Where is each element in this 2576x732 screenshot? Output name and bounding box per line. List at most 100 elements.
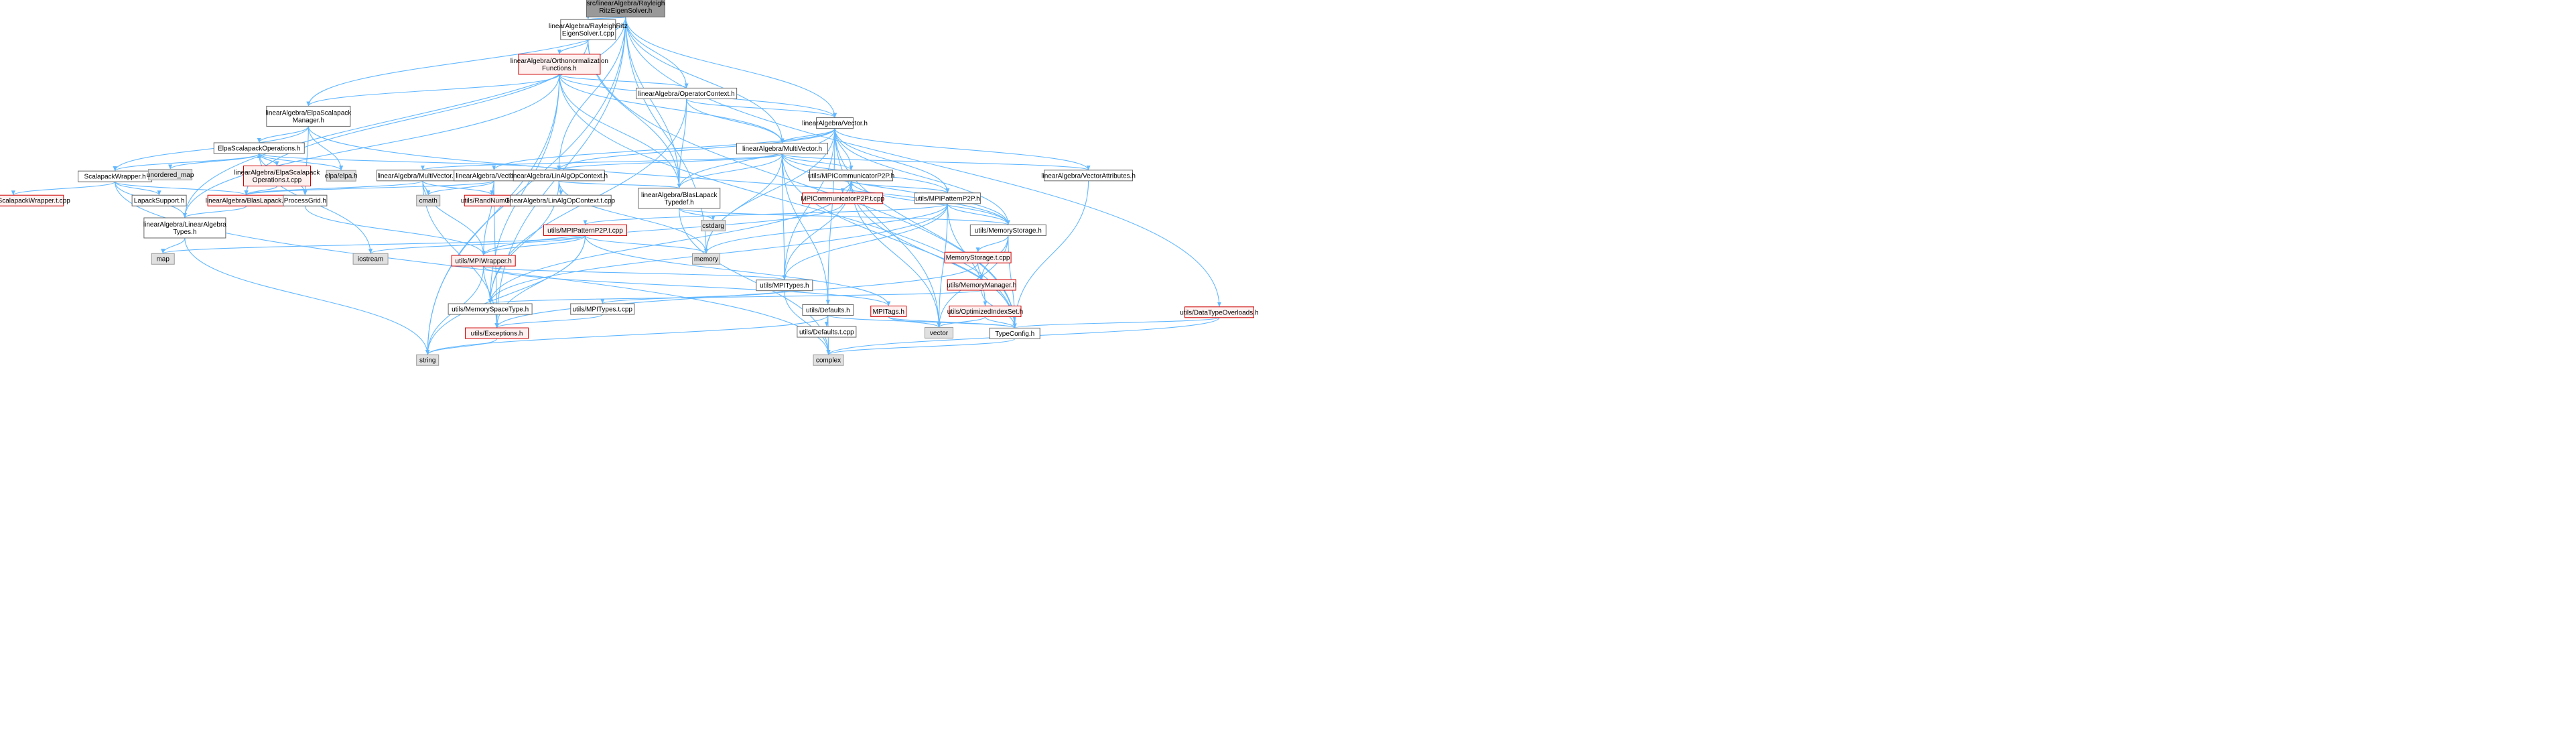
node-memmgr[interactable]: utils/MemoryManager.h <box>947 279 1016 291</box>
node-box <box>925 326 954 339</box>
node-label: src/linearAlgebra/Rayleigh <box>587 0 665 7</box>
edge-mpipatternt-mpitags <box>584 235 891 306</box>
node-mpitypest[interactable]: utils/MPITypes.t.cpp <box>570 303 635 315</box>
node-label: Operations.t.cpp <box>253 176 302 184</box>
node-string[interactable]: string <box>416 354 439 366</box>
node-box <box>870 305 907 317</box>
node-box <box>586 0 665 17</box>
node-box <box>518 54 601 75</box>
node-exceptions[interactable]: utils/Exceptions.h <box>465 327 529 339</box>
node-box <box>148 168 193 180</box>
node-mpitags[interactable]: MPITags.h <box>870 305 907 317</box>
edge-mvtcpp-mpiwrapper <box>422 180 486 255</box>
node-defaultst[interactable]: utils/Defaults.t.cpp <box>797 326 857 338</box>
edge-defaults-string <box>425 314 829 355</box>
edge-mpipattern-mpipatternt <box>583 203 948 225</box>
node-complex[interactable]: complex <box>813 354 844 366</box>
node-label: utils/Exceptions.h <box>471 330 523 338</box>
node-lapacksup[interactable]: LapackSupport.h <box>131 194 187 206</box>
edge-blastypedef-cstdarg <box>679 208 716 221</box>
node-label: ElpaScalapackOperations.h <box>218 145 300 153</box>
node-cmath[interactable]: cmath <box>416 194 441 206</box>
edge-multivec-mpicomm <box>781 154 854 171</box>
node-mpiwrapper[interactable]: utils/MPIWrapper.h <box>451 255 516 267</box>
node-linalgctx[interactable]: linearAlgebra/LinAlgOpContext.h <box>510 170 608 182</box>
edge-mpitypest-exceptions <box>494 314 603 328</box>
node-mpicommt[interactable]: MPICommunicatorP2P.t.cpp <box>801 192 884 204</box>
node-memstoraget[interactable]: MemoryStorage.t.cpp <box>944 251 1012 263</box>
node-map[interactable]: map <box>151 253 175 265</box>
edge-mpicommt-mpiwrapper <box>481 203 843 256</box>
edge-mpipatternt-string <box>425 235 586 355</box>
node-mpitypes[interactable]: utils/MPITypes.h <box>756 280 813 292</box>
edge-rrtcpp-ortho <box>557 40 589 55</box>
node-label: ProcessGrid.h <box>284 198 326 205</box>
node-box <box>131 194 187 206</box>
node-box <box>143 217 226 239</box>
node-vecattr[interactable]: linearAlgebra/VectorAttributes.h <box>1041 170 1136 182</box>
node-elpaopst[interactable]: linearAlgebra/ElpaScalapackOperations.t.… <box>234 165 321 186</box>
node-typeconfig[interactable]: TypeConfig.h <box>989 327 1040 339</box>
node-defaults[interactable]: utils/Defaults.h <box>802 304 854 316</box>
node-label: ScalapackWrapper.h <box>84 174 146 181</box>
node-box <box>797 326 857 338</box>
node-elpa[interactable]: elpa/elpa.h <box>325 170 358 182</box>
node-box <box>451 255 516 267</box>
node-box <box>692 253 721 265</box>
node-cstdarg[interactable]: cstdarg <box>701 220 726 232</box>
edge-elpamgr-memstorage <box>308 126 1010 225</box>
node-mpicomm[interactable]: utils/MPICommunicatorP2P.h <box>808 170 894 182</box>
node-linalgctxt[interactable]: linearAlgebra/LinAlgOpContext.t.cpp <box>506 194 616 206</box>
node-dtover[interactable]: utils/DataTypeOverloads.h <box>1180 306 1259 318</box>
node-vector[interactable]: linearAlgebra/Vector.h <box>802 117 868 129</box>
node-box <box>243 165 311 186</box>
edge-blaslapack-lintypes <box>182 205 247 219</box>
edge-memmgr-memspace <box>488 290 982 304</box>
node-label: utils/MPITypes.h <box>760 282 809 290</box>
node-unmap[interactable]: unordered_map <box>147 168 194 180</box>
node-iostream[interactable]: iostream <box>352 253 389 265</box>
node-ortho[interactable]: linearAlgebra/OrthonormalizationFunction… <box>511 54 608 75</box>
node-mpipatternt[interactable]: utils/MPIPatternP2P.t.cpp <box>543 224 628 236</box>
node-vectorstd[interactable]: vector <box>925 326 954 339</box>
node-root[interactable]: src/linearAlgebra/RayleighRitzEigenSolve… <box>586 0 665 17</box>
edge-ortho-opctx <box>559 74 689 88</box>
node-scalwrap[interactable]: ScalapackWrapper.h <box>78 170 153 182</box>
edge-root-memory <box>625 17 709 254</box>
node-mpipattern[interactable]: utils/MPIPatternP2P.h <box>914 192 981 204</box>
node-label: utils/DataTypeOverloads.h <box>1180 309 1258 316</box>
node-label: utils/MPITypes.t.cpp <box>573 306 633 314</box>
node-box <box>989 327 1040 339</box>
node-box <box>969 224 1046 236</box>
edge-root-rrtcpp <box>586 15 626 20</box>
edge-ortho-memspace <box>488 74 560 304</box>
edge-root-linalgctx <box>557 17 626 170</box>
node-label: utils/MPIPatternP2P.t.cpp <box>547 227 623 235</box>
edge-mpipattern-vectorstd <box>937 203 948 328</box>
node-scalwrapt[interactable]: linearAlgebra/ScalapackWrapper.t.cpp <box>0 194 70 206</box>
node-label: MPITags.h <box>873 308 904 316</box>
node-blaslapack[interactable]: linearAlgebra/BlasLapack.h <box>206 194 287 206</box>
node-memstorage[interactable]: utils/MemoryStorage.h <box>969 224 1046 236</box>
node-label: linearAlgebra/LinAlgOpContext.t.cpp <box>506 198 615 205</box>
node-multivec[interactable]: linearAlgebra/MultiVector.h <box>736 143 829 155</box>
node-label: Functions.h <box>542 65 577 72</box>
edge-multivec-memstorage <box>781 154 1010 225</box>
node-optidx[interactable]: utils/OptimizedIndexSet.h <box>947 305 1023 317</box>
node-elpaops[interactable]: ElpaScalapackOperations.h <box>213 142 305 154</box>
node-procgrid[interactable]: ProcessGrid.h <box>283 194 328 206</box>
node-rrtcpp[interactable]: linearAlgebra/RayleighRitzEigenSolver.t.… <box>549 19 628 40</box>
node-box <box>638 188 721 209</box>
node-label: TypeConfig.h <box>995 330 1034 338</box>
node-opctx[interactable]: linearAlgebra/OperatorContext.h <box>636 87 738 99</box>
node-memory[interactable]: memory <box>692 253 721 265</box>
node-label: memory <box>694 256 718 263</box>
edge-vecattr-typeconfig <box>1012 180 1089 328</box>
edge-memstorage-memstoraget <box>975 235 1009 253</box>
node-label: utils/Defaults.t.cpp <box>799 329 854 337</box>
node-memspace[interactable]: utils/MemorySpaceType.h <box>448 303 533 315</box>
node-label: complex <box>816 357 841 365</box>
